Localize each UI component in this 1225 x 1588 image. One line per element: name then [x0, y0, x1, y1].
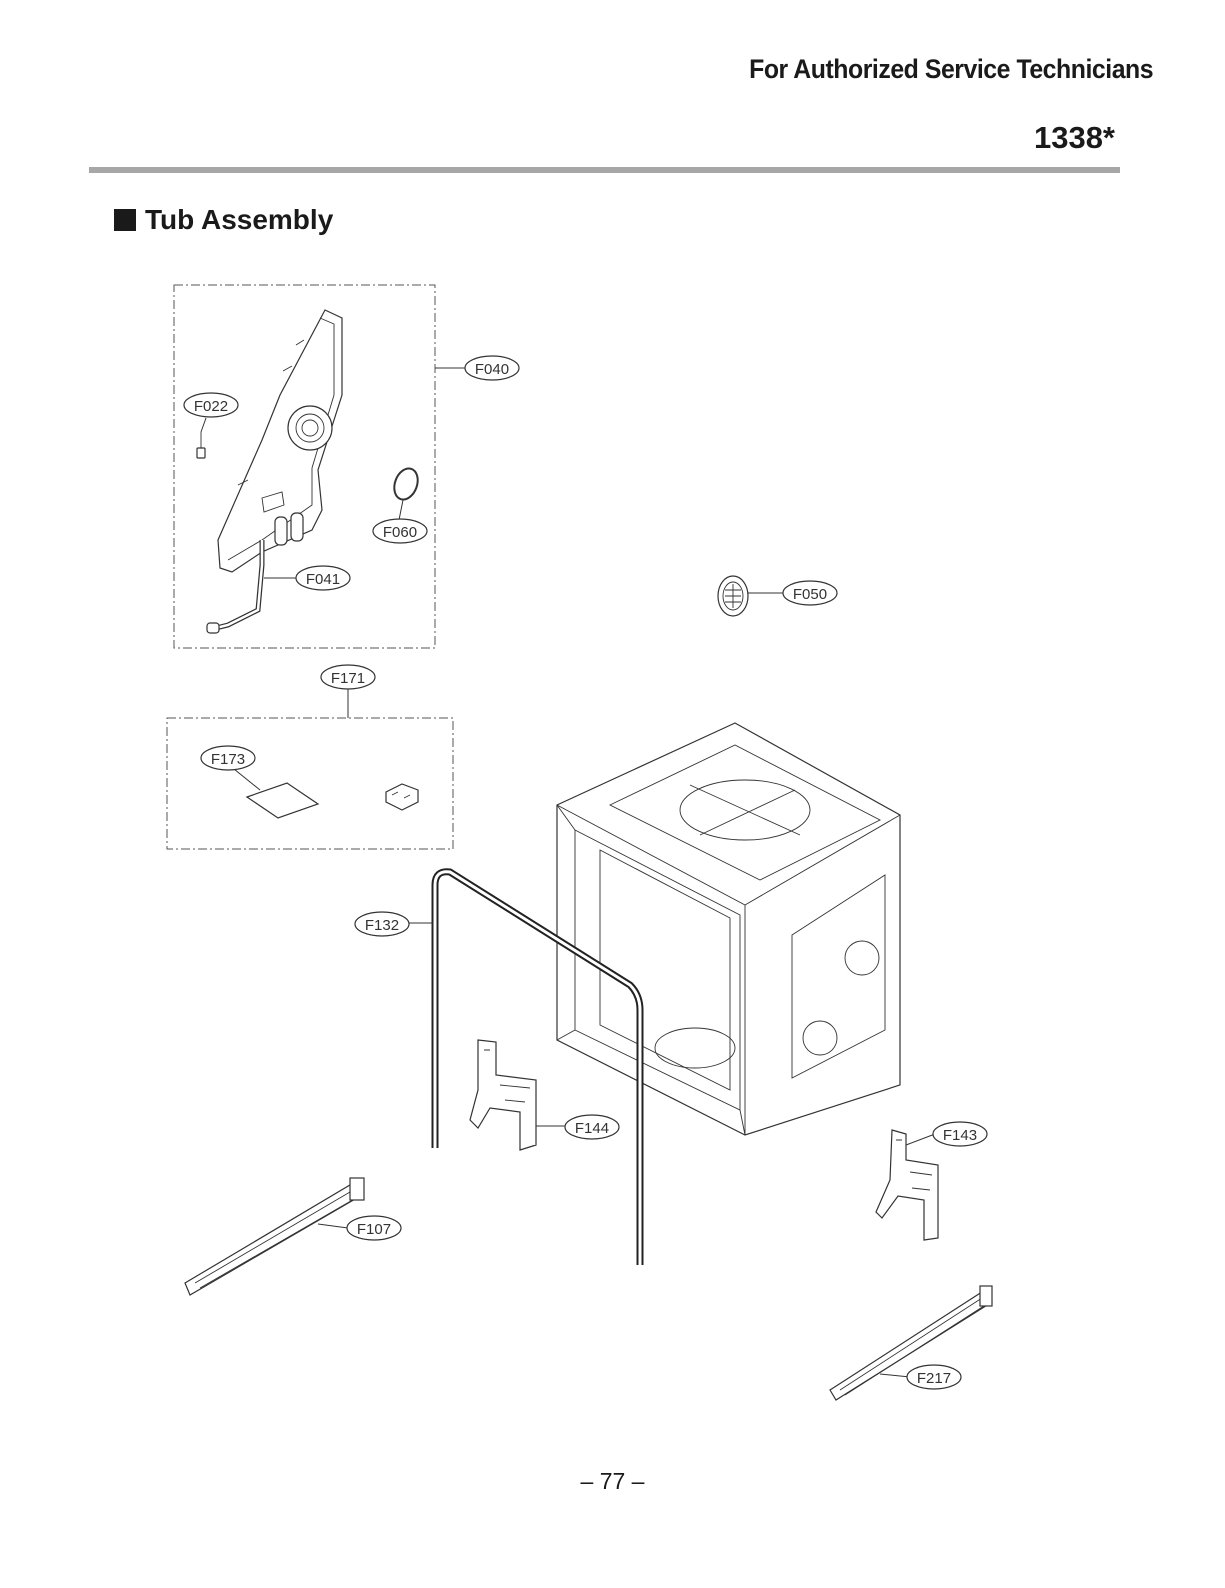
svg-text:F041: F041: [306, 571, 340, 588]
svg-text:F143: F143: [943, 1127, 977, 1144]
callout-f022: F022: [183, 392, 239, 418]
header-divider: [89, 167, 1120, 173]
header-note: For Authorized Service Technicians: [749, 54, 1153, 84]
callout-f173: F173: [200, 745, 256, 771]
part-tub-body: [556, 722, 901, 1136]
callout-f171: F171: [320, 664, 376, 690]
model-code: 1338*: [1033, 120, 1115, 155]
page-number: – 77 –: [580, 1468, 645, 1494]
callout-f107: F107: [346, 1215, 402, 1241]
svg-text:F040: F040: [475, 361, 509, 378]
svg-text:F173: F173: [211, 751, 245, 768]
callout-f217: F217: [906, 1364, 962, 1390]
part-f050-disc: [717, 575, 783, 617]
part-f144-hinge: [469, 1039, 565, 1151]
svg-text:F107: F107: [357, 1221, 391, 1238]
part-f022-screw: [196, 417, 207, 459]
part-f060-oring: [393, 467, 419, 521]
callout-f060: F060: [372, 518, 428, 544]
callout-f143: F143: [932, 1121, 988, 1147]
svg-text:F022: F022: [194, 398, 228, 415]
part-f173-sheet: [233, 768, 320, 819]
section-title: Tub Assembly: [114, 204, 333, 236]
part-clip: [385, 783, 419, 811]
part-f217-rail: [829, 1285, 993, 1401]
svg-text:F144: F144: [575, 1120, 609, 1137]
part-f107-rail: [184, 1177, 365, 1296]
svg-text:F132: F132: [365, 917, 399, 934]
section-title-text: Tub Assembly: [145, 204, 334, 235]
group-box-f171: [166, 717, 454, 850]
callout-f132: F132: [354, 911, 410, 937]
callout-f041: F041: [295, 565, 351, 591]
svg-text:F217: F217: [917, 1370, 951, 1387]
callout-f144: F144: [564, 1114, 620, 1140]
callout-f050: F050: [782, 580, 838, 606]
section-square-icon: [114, 209, 136, 231]
part-f040-cover: [217, 309, 343, 573]
group-box-f040: [173, 284, 436, 649]
svg-text:F171: F171: [331, 670, 365, 687]
part-f132-gasket: [409, 868, 644, 1265]
callout-f040: F040: [464, 355, 520, 381]
part-f143-hinge: [875, 1129, 939, 1241]
svg-text:F060: F060: [383, 524, 417, 541]
part-f041-hose: [206, 540, 300, 634]
svg-text:F050: F050: [793, 586, 827, 603]
